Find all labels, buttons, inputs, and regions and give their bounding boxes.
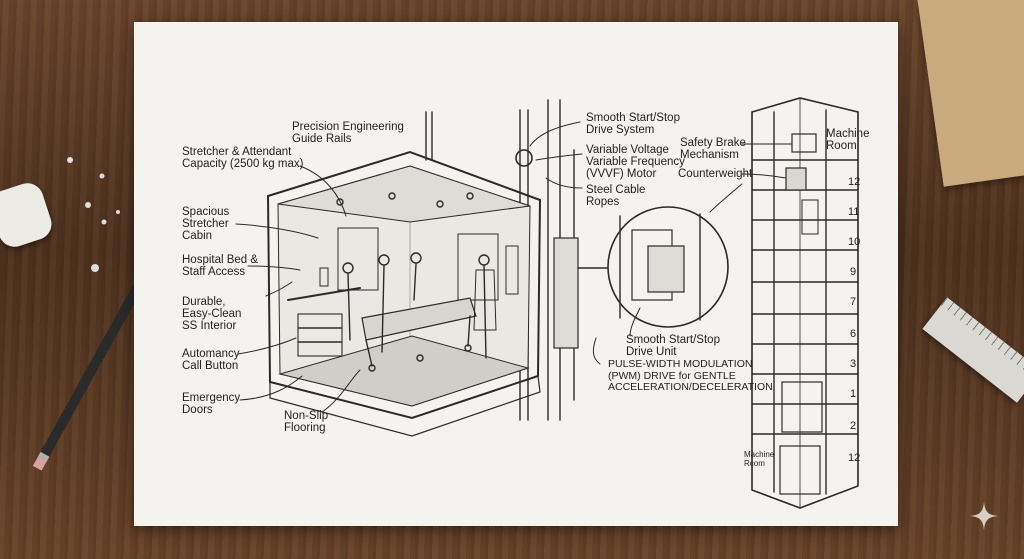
label-counterweight: Counterweight — [678, 168, 752, 180]
label-flooring: Non-Slip Flooring — [284, 410, 328, 434]
floor-number: 1 — [850, 388, 856, 400]
label-capacity: Stretcher & Attendant Capacity (2500 kg … — [182, 146, 303, 170]
floor-number: 10 — [848, 236, 860, 248]
label-vvvf-motor: Variable Voltage Variable Frequency (VVV… — [586, 144, 685, 180]
label-cabin: Spacious Stretcher Cabin — [182, 206, 229, 242]
floor-number: 7 — [850, 296, 856, 308]
label-drive-unit: Smooth Start/Stop Drive Unit — [626, 334, 720, 358]
label-bed-access: Hospital Bed & Staff Access — [182, 254, 258, 278]
label-doors: Emergency Doors — [182, 392, 240, 416]
label-call-button: Automancy Call Button — [182, 348, 240, 372]
drive-unit-detail — [578, 207, 728, 327]
label-interior: Durable, Easy-Clean SS Interior — [182, 296, 241, 332]
floor-number: 12 — [848, 176, 860, 188]
label-pwm: PULSE-WIDTH MODULATION (PWM) DRIVE for G… — [608, 359, 773, 394]
label-drive-system: Smooth Start/Stop Drive System — [586, 112, 680, 136]
label-guide-rails: Precision Engineering Guide Rails — [292, 121, 404, 145]
elevator-shaft — [752, 98, 858, 508]
label-machine-room-top: Machine Room — [826, 128, 869, 152]
label-cable-ropes: Steel Cable Ropes — [586, 184, 645, 208]
floor-number: 11 — [848, 206, 859, 218]
floor-number: 9 — [850, 266, 856, 278]
floor-number: 6 — [850, 328, 856, 340]
label-machine-room-bottom: Machine Rcom — [744, 450, 774, 468]
floor-number: 12 — [848, 452, 860, 464]
cabin — [268, 152, 540, 436]
label-safety-brake: Safety Brake Mechanism — [680, 137, 746, 161]
floor-number: 3 — [850, 358, 856, 370]
floor-number: 2 — [850, 420, 856, 432]
sparkle-icon — [968, 500, 1000, 532]
